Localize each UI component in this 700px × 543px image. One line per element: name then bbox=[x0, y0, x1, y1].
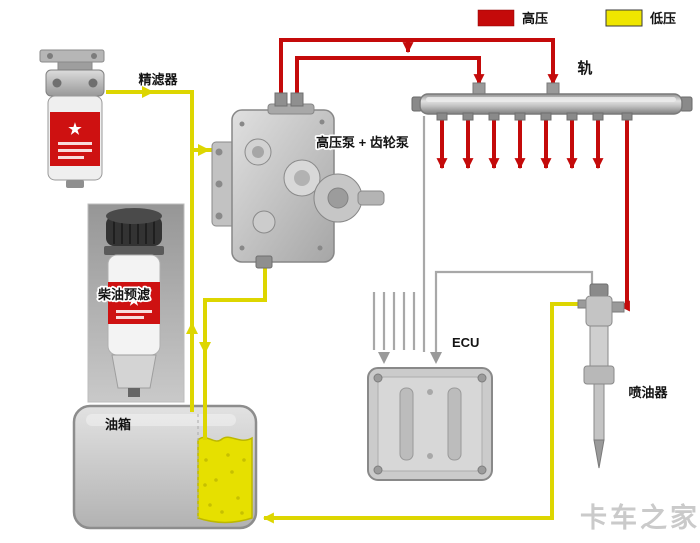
fuel-tank bbox=[72, 404, 258, 530]
low-pressure-arrows bbox=[142, 86, 211, 354]
rail-to-injector-line bbox=[618, 116, 630, 312]
filter-supply-line bbox=[106, 90, 194, 412]
fuel-level bbox=[197, 436, 253, 524]
legend: 高压 低压 bbox=[477, 9, 676, 27]
pre-filter-photo: ★ bbox=[87, 203, 185, 403]
brand-star-icon: ★ bbox=[127, 292, 141, 309]
fuel-texture-dots bbox=[203, 453, 246, 515]
signal-lines bbox=[372, 116, 594, 352]
watermark: 卡车之家 bbox=[580, 502, 700, 533]
injector-drawing bbox=[577, 283, 625, 469]
legend-high-label: 高压 bbox=[522, 11, 548, 26]
ecu-label: ECU bbox=[452, 335, 479, 350]
pump-to-rail-line-2 bbox=[295, 56, 485, 104]
low-pressure-lines bbox=[106, 90, 580, 524]
ecu-drawing bbox=[367, 367, 493, 481]
fine-filter-photo: ★ bbox=[39, 49, 105, 188]
injector-label: 喷油器 bbox=[628, 385, 668, 400]
pump-drawing bbox=[211, 92, 385, 269]
brand-star-icon: ★ bbox=[68, 121, 82, 138]
rail-drawing bbox=[411, 82, 693, 121]
tank-label: 油箱 bbox=[105, 417, 131, 432]
rail-output-arrows bbox=[436, 118, 604, 170]
rail-label: 轨 bbox=[577, 59, 592, 77]
legend-high-swatch bbox=[477, 9, 515, 27]
pump-to-rail-line-1 bbox=[279, 38, 559, 104]
pump-label: 高压泵 + 齿轮泵 bbox=[316, 135, 409, 150]
legend-low-swatch bbox=[605, 9, 643, 27]
injector-return-line bbox=[262, 302, 580, 524]
fine-filter-label: 精滤器 bbox=[138, 72, 178, 87]
legend-low-label: 低压 bbox=[649, 11, 676, 26]
tank-feed-line bbox=[203, 266, 267, 440]
signal-arrows bbox=[378, 352, 442, 364]
injector-wire bbox=[434, 270, 594, 352]
pre-filter-label: 柴油预滤 bbox=[97, 287, 150, 302]
